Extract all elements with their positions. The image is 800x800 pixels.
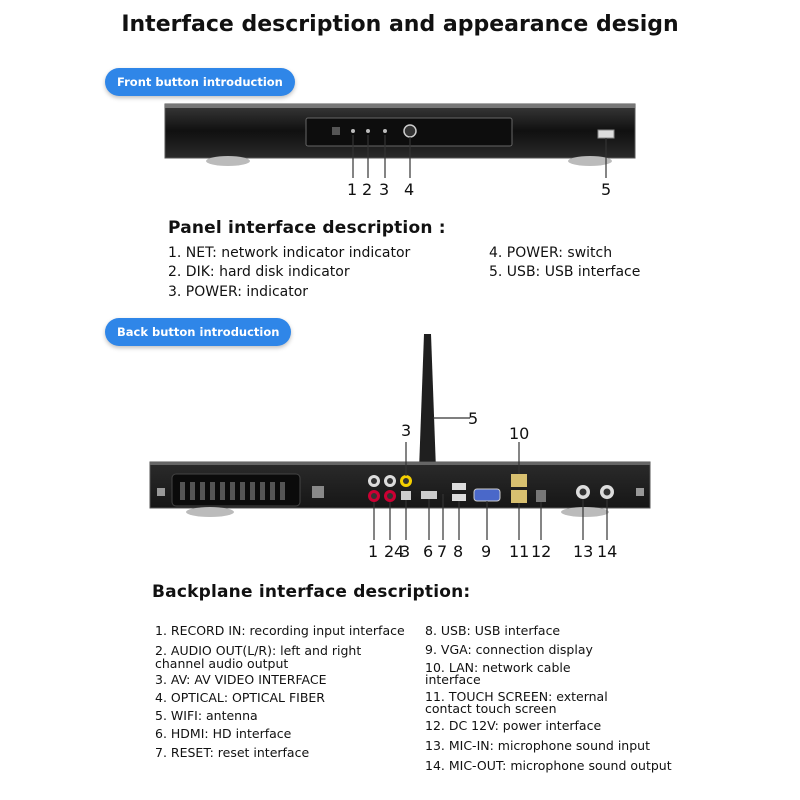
back-callout-14: 14 <box>597 542 618 561</box>
back-callout-4: 4 <box>394 542 405 561</box>
front-callout-1: 1 <box>347 180 358 199</box>
back-callout-6: 6 <box>423 542 434 561</box>
back-callout-10: 10 <box>509 424 530 443</box>
front-section-badge: Front button introduction <box>105 68 295 96</box>
back-callout-8: 8 <box>453 542 464 561</box>
panel-item: 3. POWER: indicator <box>168 284 309 300</box>
back-callout-7: 7 <box>437 542 448 561</box>
backplane-item: 7. RESET: reset interface <box>155 745 310 760</box>
backplane-item: 2. AUDIO OUT(L/R): left and right <box>155 643 362 658</box>
panel-description-heading: Panel interface description : <box>168 218 446 238</box>
backplane-item: contact touch screen <box>425 701 557 716</box>
backplane-item: 8. USB: USB interface <box>425 623 561 638</box>
backplane-item: 14. MIC-OUT: microphone sound output <box>425 758 672 773</box>
front-callout-3: 3 <box>379 180 390 199</box>
page-title: Interface description and appearance des… <box>121 12 679 37</box>
front-panel-device <box>164 103 636 178</box>
backplane-item: 6. HDMI: HD interface <box>155 726 292 741</box>
back-callout-11: 11 <box>509 542 530 561</box>
back-callout-3b: 3 <box>400 542 411 561</box>
front-callout-4: 4 <box>404 180 415 199</box>
backplane-item: 9. VGA: connection display <box>425 642 593 657</box>
panel-item: 5. USB: USB interface <box>489 264 641 280</box>
front-callout-2: 2 <box>362 180 373 199</box>
back-callout-12: 12 <box>531 542 552 561</box>
back-callout-3: 3 <box>401 421 412 440</box>
backplane-item: 3. AV: AV VIDEO INTERFACE <box>155 672 327 687</box>
backplane-item: channel audio output <box>155 656 289 671</box>
panel-item: 2. DIK: hard disk indicator <box>168 264 350 280</box>
back-callout-2: 2 <box>384 542 395 561</box>
backplane-item: 13. MIC-IN: microphone sound input <box>425 738 650 753</box>
panel-item: 1. NET: network indicator indicator <box>168 245 411 261</box>
front-callout-5: 5 <box>601 180 612 199</box>
back-callout-13: 13 <box>573 542 594 561</box>
back-callout-9: 9 <box>481 542 492 561</box>
back-callout-1: 1 <box>368 542 379 561</box>
panel-item: 4. POWER: switch <box>489 245 613 261</box>
backplane-item: 10. LAN: network cable <box>425 660 571 675</box>
backplane-item: 4. OPTICAL: OPTICAL FIBER <box>155 690 325 705</box>
backplane-item: 1. RECORD IN: recording input interface <box>155 623 405 638</box>
backplane-item: 11. TOUCH SCREEN: external <box>425 689 608 704</box>
backplane-item: 5. WIFI: antenna <box>155 708 258 723</box>
back-callout-5: 5 <box>468 409 479 428</box>
backplane-item: 12. DC 12V: power interface <box>425 718 602 733</box>
backplane-description-heading: Backplane interface description: <box>152 582 471 602</box>
backplane-item: interface <box>425 672 481 687</box>
back-panel-device <box>149 334 651 540</box>
back-section-badge: Back button introduction <box>105 318 292 346</box>
